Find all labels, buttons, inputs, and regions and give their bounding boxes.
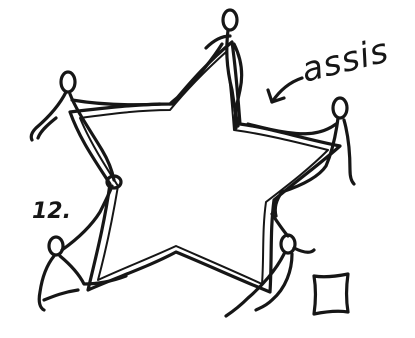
figure-upper-left: [31, 72, 160, 188]
annotation-number: 12.: [32, 199, 71, 224]
annotation-assis: assis: [298, 31, 393, 91]
figure-right: [248, 98, 354, 216]
figure-top: [170, 10, 242, 128]
floor-square-mark: [314, 274, 348, 314]
star-outline-echo: [80, 52, 328, 284]
annotation-arrow: [272, 78, 302, 102]
